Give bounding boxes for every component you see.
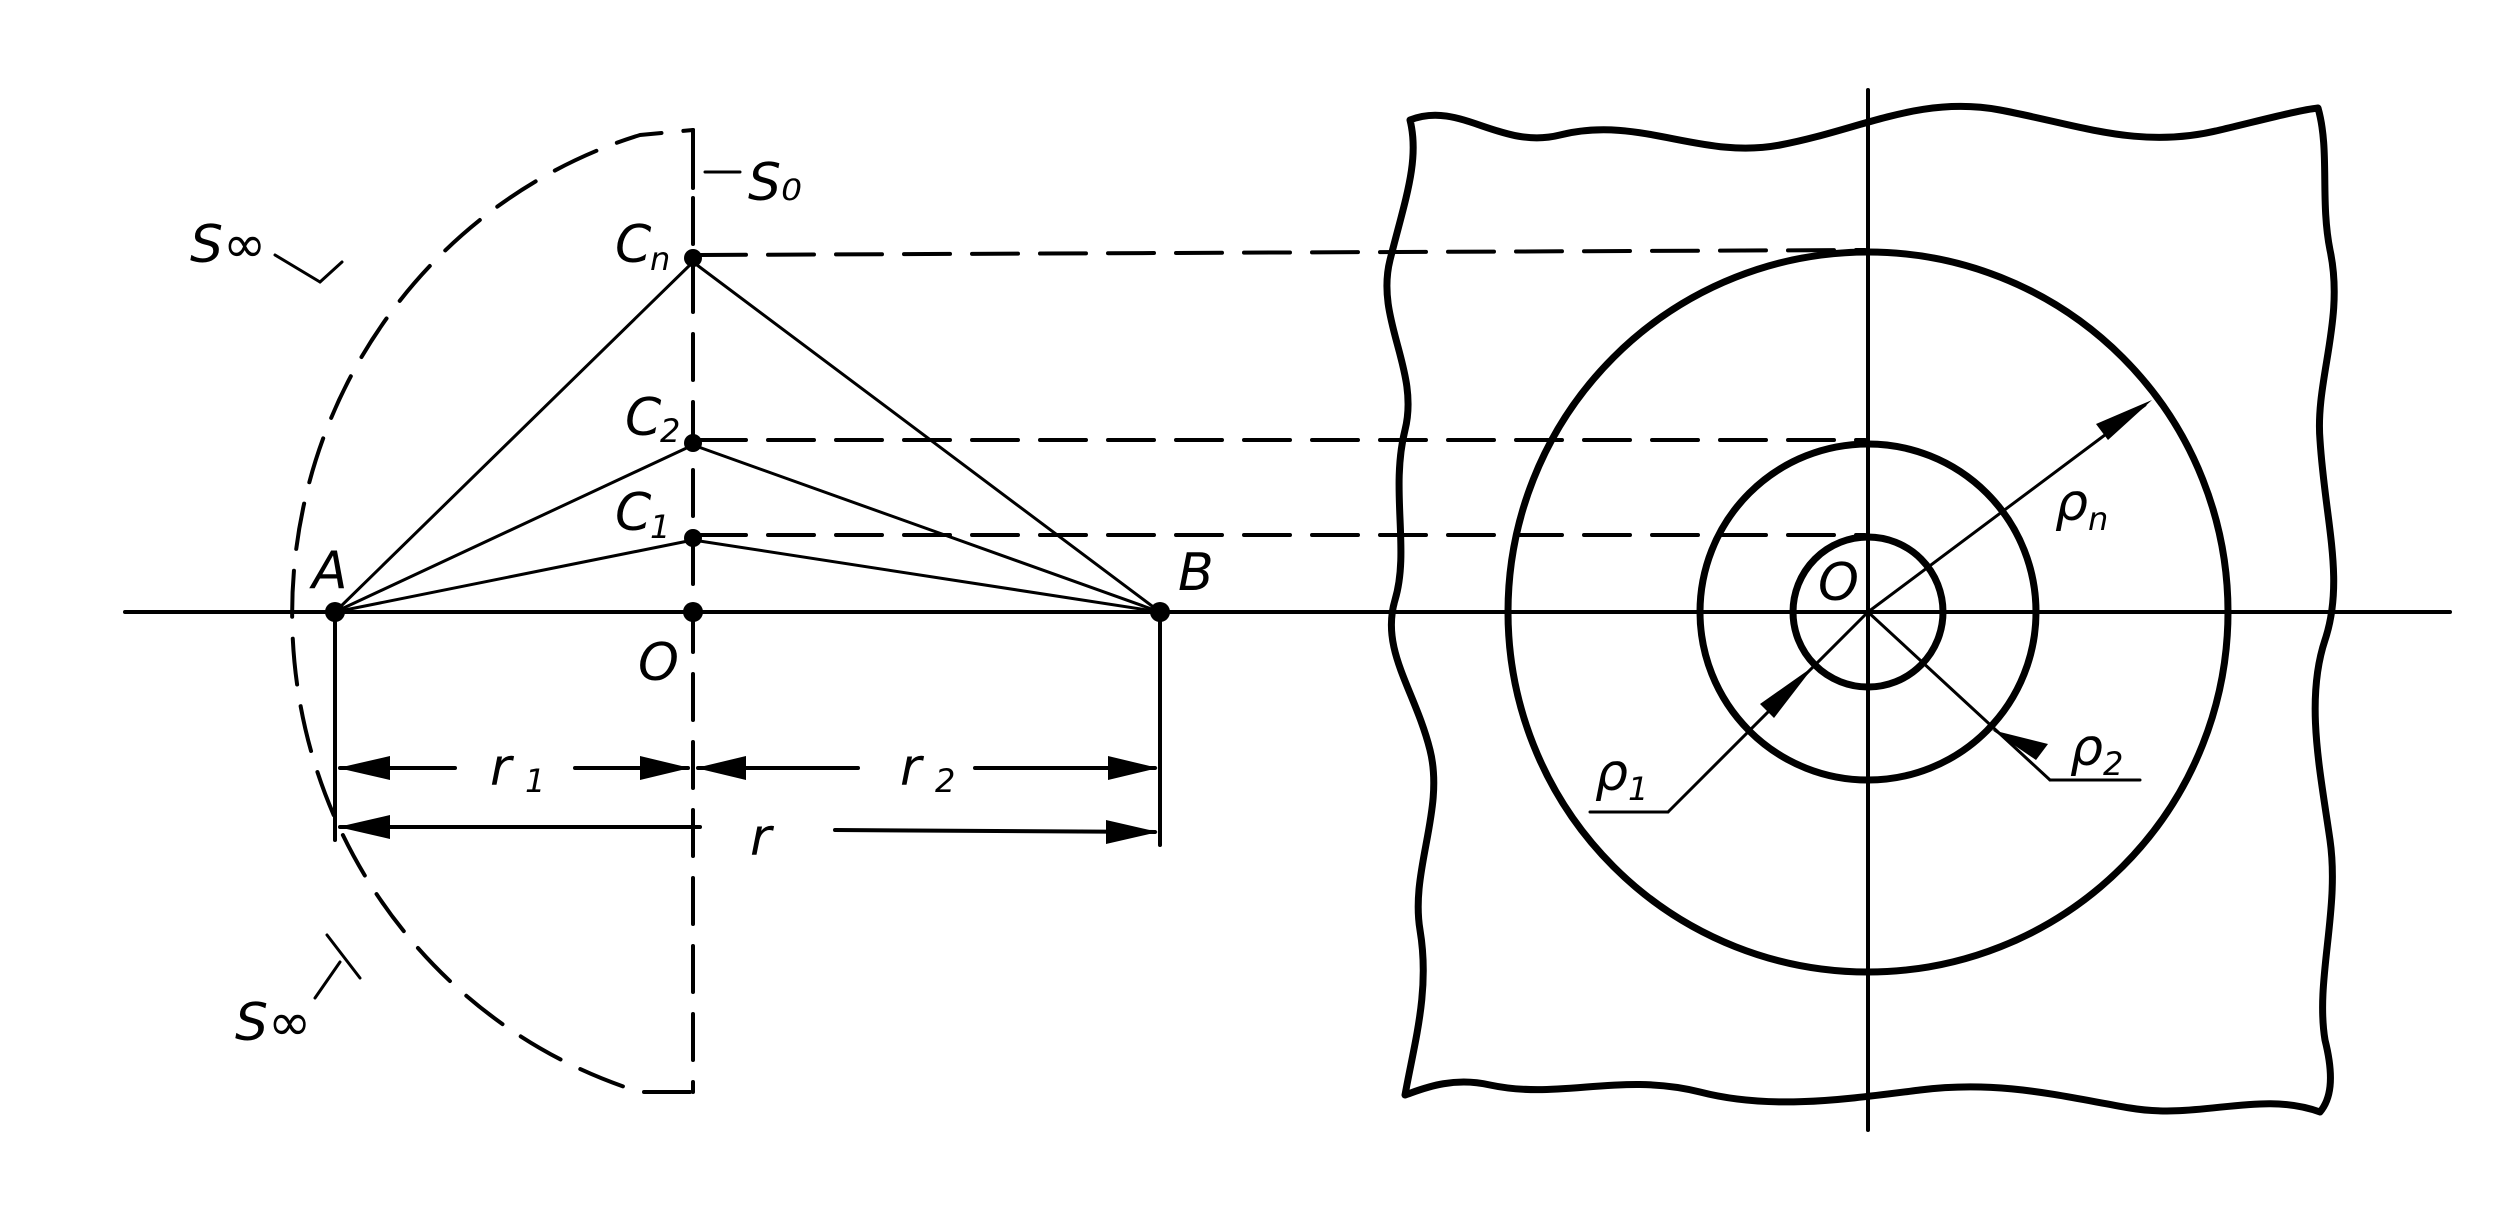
label-rho-n-sub: n (2088, 500, 2108, 538)
label-right-o: O (1818, 553, 1859, 613)
label-rho-n: ρ (2055, 473, 2088, 533)
point-cn (684, 249, 702, 267)
radius-rho-n (1866, 403, 2147, 614)
left-figure: S∞ S₀ S∞ C n C 2 C 1 A B O r 1 r 2 r (123, 128, 2452, 1094)
arrow-r2-right (1108, 756, 1158, 780)
label-s-inf-bottom: S∞ (235, 993, 311, 1053)
arrow-rho-1 (1760, 666, 1814, 718)
label-r: r (750, 808, 775, 868)
s-inf-bottom-leader (313, 960, 342, 1000)
circle-rho-n (1504, 248, 2232, 976)
arrow-rho-n (2096, 400, 2152, 440)
label-s-inf-top: S∞ (190, 215, 266, 275)
label-c1: C (615, 483, 652, 543)
label-rho-2: ρ (2070, 718, 2103, 778)
label-rho-1: ρ (1595, 743, 1628, 803)
projection-line-cn (698, 248, 1867, 257)
arrow-r2-left (696, 756, 746, 780)
right-figure: O ρ n ρ 1 ρ 2 (1383, 88, 2338, 1132)
label-cn: C (615, 215, 652, 275)
label-s0: S₀ (748, 153, 802, 213)
s-inf-bottom-tick (325, 933, 362, 980)
point-c1 (684, 529, 702, 547)
label-c1-sub: 1 (650, 508, 670, 546)
label-r1-sub: 1 (525, 762, 545, 800)
arrow-r-left (338, 815, 390, 839)
label-cn-sub: n (650, 240, 670, 278)
circle-rho-1 (1789, 533, 1947, 691)
s-inf-top-tick (318, 260, 344, 284)
s-infinity-circle (290, 128, 695, 1094)
s-inf-top-leader (273, 253, 322, 284)
label-c2: C (625, 388, 662, 448)
triangle-c1 (333, 538, 1162, 614)
label-rho-2-sub: 2 (2103, 745, 2123, 783)
label-rho-1-sub: 1 (1628, 770, 1648, 808)
arrow-r1-right (640, 756, 690, 780)
radius-rho-2-leader (1866, 610, 2052, 782)
plate-border (1383, 102, 2338, 1116)
label-r1: r (490, 738, 515, 798)
label-r2-sub: 2 (935, 762, 955, 800)
arrow-rho-2 (1992, 730, 2048, 760)
circle-rho-2 (1696, 440, 2040, 784)
dim-r-line-right (833, 828, 1157, 834)
label-o: O (638, 633, 679, 693)
point-c2 (684, 434, 702, 452)
point-o (683, 602, 703, 622)
arrow-r-right (1106, 820, 1158, 844)
label-b: B (1178, 543, 1214, 603)
label-a: A (309, 541, 348, 601)
triangle-cn (333, 260, 1162, 614)
label-r2: r (900, 738, 925, 798)
arrow-r1-left (338, 756, 390, 780)
label-c2-sub: 2 (660, 412, 680, 450)
